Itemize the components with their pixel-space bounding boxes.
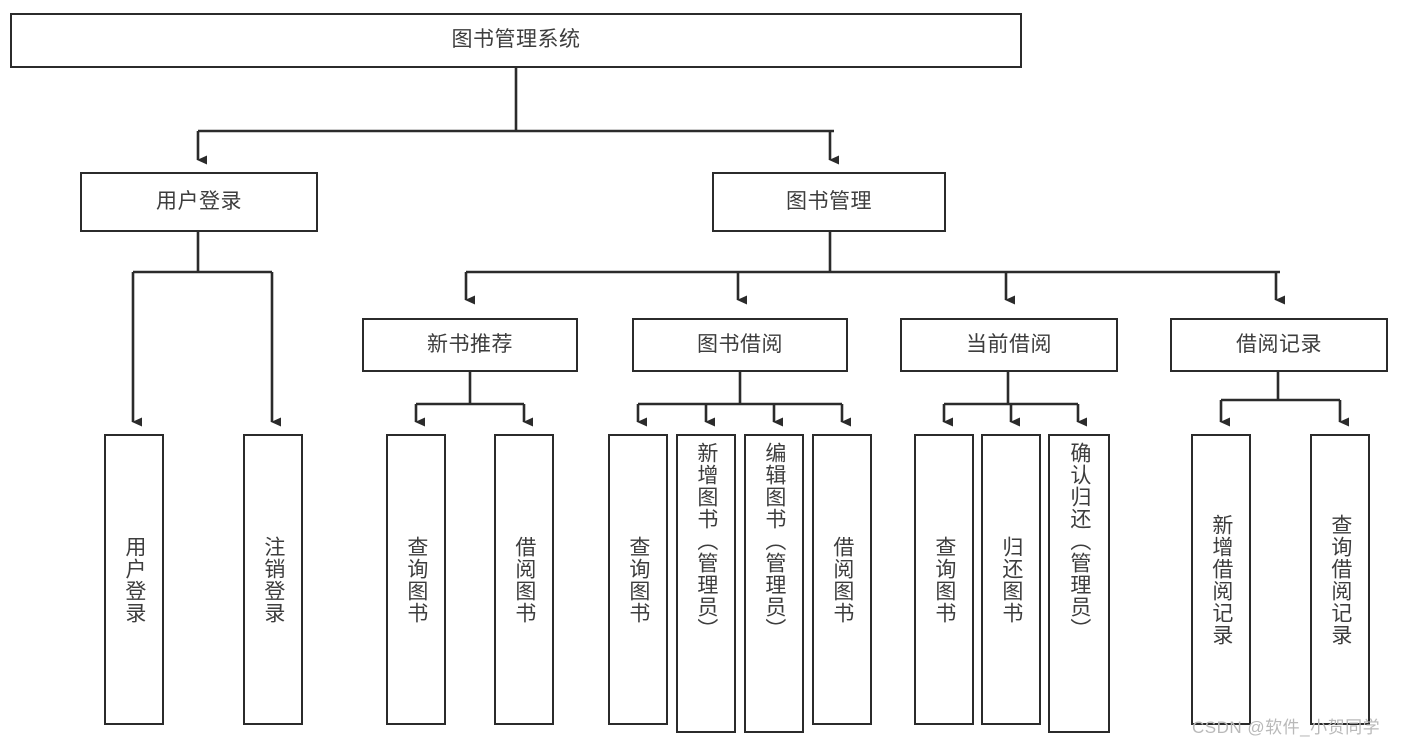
leaf-borrow-record-query-label: 查询借阅记录 — [1328, 513, 1352, 646]
leaf-user-login-signin[interactable]: 用户登录 — [104, 434, 164, 725]
node-root-book-management-system[interactable]: 图书管理系统 — [10, 13, 1022, 68]
leaf-borrow-record-query[interactable]: 查询借阅记录 — [1310, 434, 1370, 725]
node-new-book-recommend-label: 新书推荐 — [427, 332, 513, 356]
node-borrow-record-label: 借阅记录 — [1236, 332, 1322, 356]
leaf-book-borrow-add-admin[interactable]: 新增图书（管理员） — [676, 434, 736, 733]
node-borrow-record[interactable]: 借阅记录 — [1170, 318, 1388, 372]
leaf-current-borrow-return[interactable]: 归还图书 — [981, 434, 1041, 725]
node-user-login[interactable]: 用户登录 — [80, 172, 318, 232]
leaf-book-borrow-query-label: 查询图书 — [626, 535, 650, 624]
node-user-login-label: 用户登录 — [156, 189, 242, 213]
leaf-new-book-query-label: 查询图书 — [404, 535, 428, 624]
leaf-new-book-borrow-label: 借阅图书 — [512, 535, 536, 624]
leaf-user-login-signin-label: 用户登录 — [122, 535, 146, 624]
leaf-current-borrow-confirm-admin-label: 确认归还（管理员） — [1067, 442, 1091, 640]
leaf-book-borrow-borrow-label: 借阅图书 — [830, 535, 854, 624]
leaf-current-borrow-query-label: 查询图书 — [932, 535, 956, 624]
node-current-borrow-label: 当前借阅 — [966, 332, 1052, 356]
node-book-borrow[interactable]: 图书借阅 — [632, 318, 848, 372]
leaf-current-borrow-return-label: 归还图书 — [999, 535, 1023, 624]
leaf-new-book-query[interactable]: 查询图书 — [386, 434, 446, 725]
leaf-borrow-record-add-label: 新增借阅记录 — [1209, 513, 1233, 646]
leaf-book-borrow-query[interactable]: 查询图书 — [608, 434, 668, 725]
csdn-watermark: CSDN @软件_小贺同学 — [1192, 718, 1381, 737]
leaf-book-borrow-add-admin-label: 新增图书（管理员） — [694, 442, 718, 640]
leaf-user-login-signout-label: 注销登录 — [261, 535, 285, 624]
node-book-borrow-label: 图书借阅 — [697, 332, 783, 356]
leaf-current-borrow-query[interactable]: 查询图书 — [914, 434, 974, 725]
node-current-borrow[interactable]: 当前借阅 — [900, 318, 1118, 372]
leaf-borrow-record-add[interactable]: 新增借阅记录 — [1191, 434, 1251, 725]
node-root-label: 图书管理系统 — [451, 28, 581, 52]
leaf-user-login-signout[interactable]: 注销登录 — [243, 434, 303, 725]
leaf-new-book-borrow[interactable]: 借阅图书 — [494, 434, 554, 725]
node-book-management-label: 图书管理 — [786, 189, 872, 213]
node-new-book-recommend[interactable]: 新书推荐 — [362, 318, 578, 372]
leaf-book-borrow-edit-admin[interactable]: 编辑图书（管理员） — [744, 434, 804, 733]
node-book-management[interactable]: 图书管理 — [712, 172, 946, 232]
leaf-book-borrow-borrow[interactable]: 借阅图书 — [812, 434, 872, 725]
leaf-current-borrow-confirm-admin[interactable]: 确认归还（管理员） — [1048, 434, 1110, 733]
leaf-book-borrow-edit-admin-label: 编辑图书（管理员） — [762, 442, 786, 640]
